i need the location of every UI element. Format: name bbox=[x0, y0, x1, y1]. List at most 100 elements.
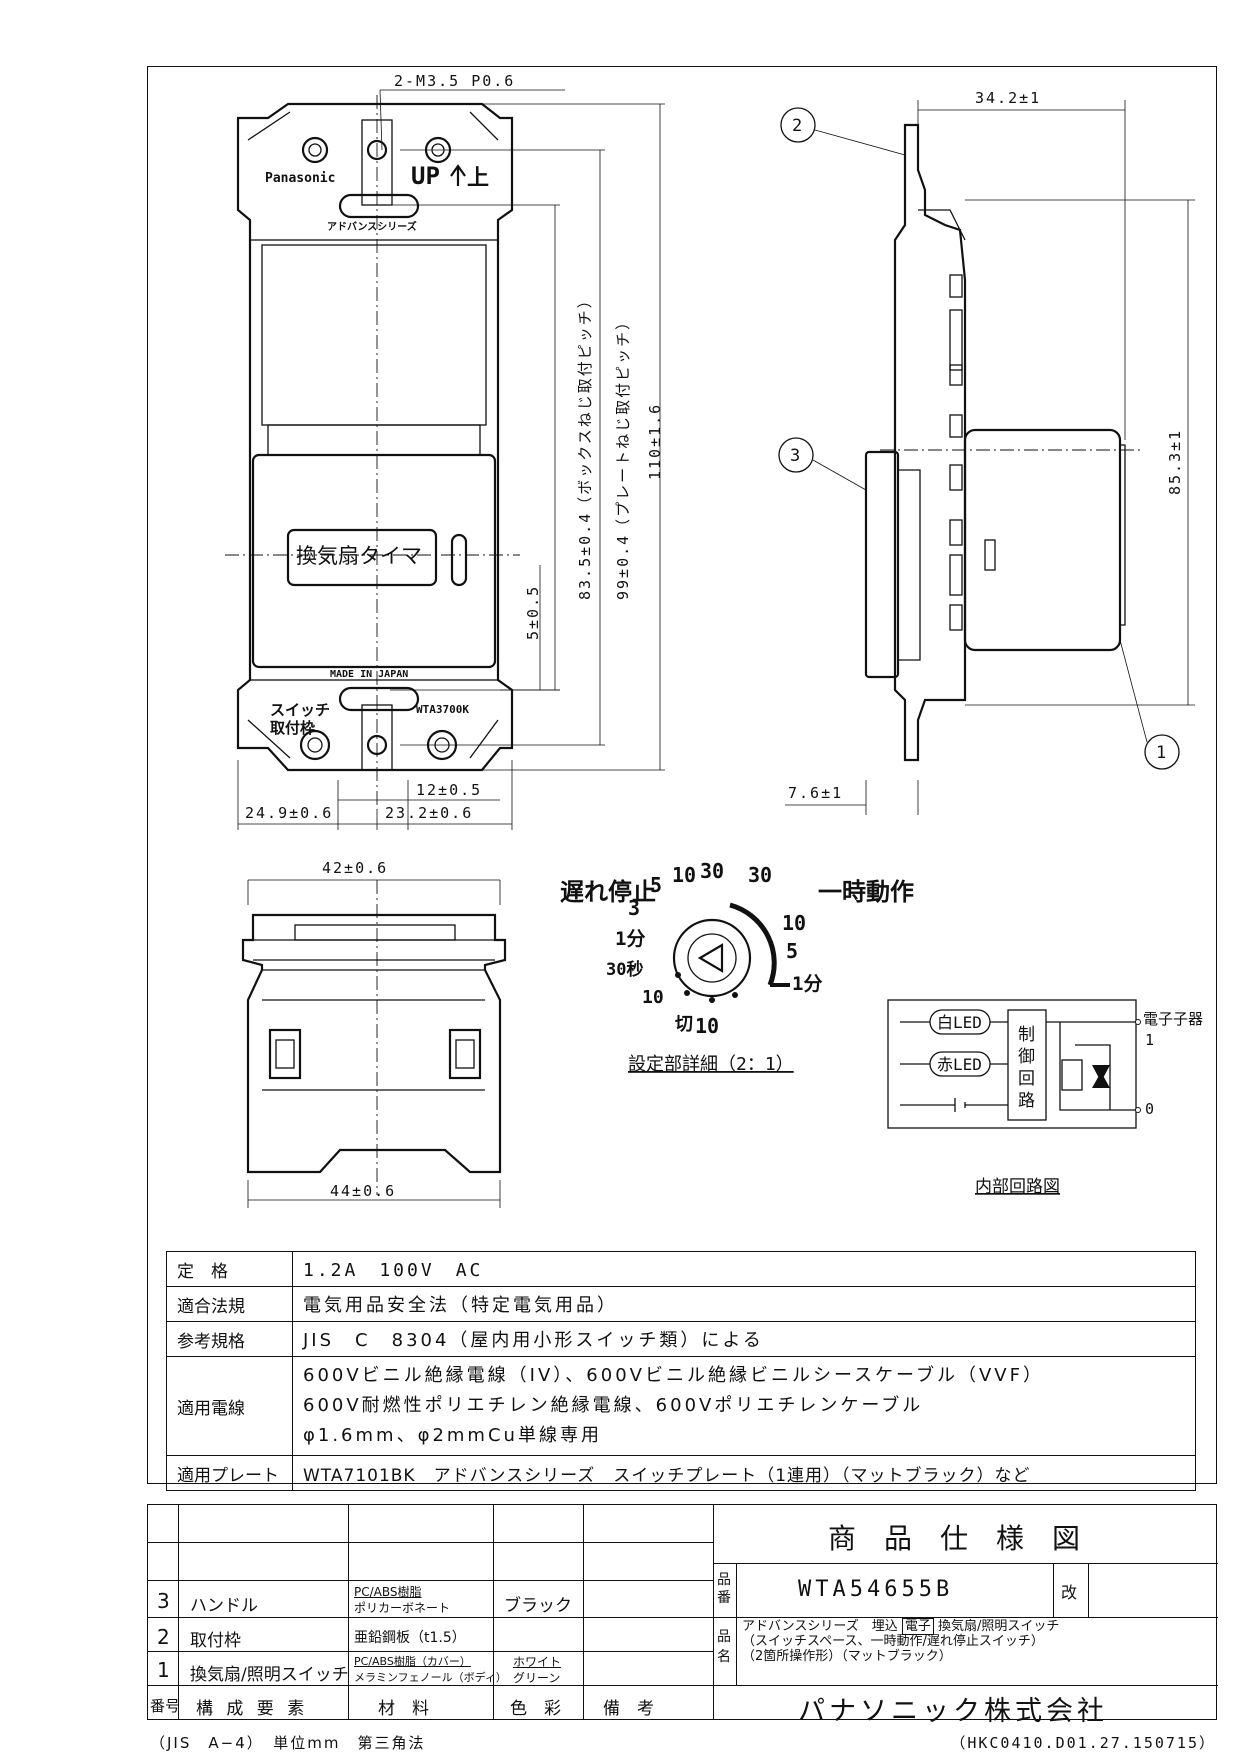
balloon-1: 1 bbox=[1156, 743, 1166, 763]
name-line3: （2箇所操作形）（マットブラック） bbox=[742, 1649, 952, 1664]
circuit-ctl-1: 制 bbox=[1018, 1025, 1035, 1045]
dial-r-5: 5 bbox=[786, 939, 798, 963]
dial-l-30: 30 bbox=[700, 859, 724, 883]
part-mat-3a: PC/ABS樹脂 bbox=[354, 1585, 422, 1599]
dial-delay-label: 遅れ停止 bbox=[560, 878, 656, 906]
dial-l-3: 3 bbox=[628, 896, 640, 920]
part-mat-1a: PC/ABS樹脂（カバー） bbox=[354, 1655, 471, 1668]
part-no-1: 1 bbox=[157, 1658, 170, 1682]
spec-key: 定 格 bbox=[166, 1251, 293, 1287]
dim-23-2: 23.2±0.6 bbox=[385, 804, 473, 822]
dial-caption: 設定部詳細（2：1） bbox=[628, 1054, 794, 1075]
spec-row: 適合法規 電気用品安全法（特定電気用品） bbox=[166, 1286, 1196, 1322]
name-line1-box: 電子 bbox=[901, 1618, 934, 1635]
part-number: WTA54655B bbox=[798, 1577, 954, 1602]
part-mat-2: 亜鉛鋼板（t1.5） bbox=[354, 1630, 466, 1646]
spec-value: JIS C 8304（屋内用小形スイッチ類）による bbox=[292, 1321, 1196, 1357]
part-color-1b: グリーン bbox=[513, 1671, 561, 1685]
brand-mark: Panasonic bbox=[265, 171, 335, 186]
hin-mei-label: 品名 bbox=[717, 1629, 731, 1665]
dim-screw: 2-M3.5 P0.6 bbox=[394, 72, 515, 90]
bottom-view: 42±0.6 44±0.6 bbox=[241, 859, 507, 1208]
title-block: 3 ハンドル PC/ABS樹脂 ポリカーボネート ブラック 2 取付枠 亜鉛鋼板… bbox=[147, 1504, 1218, 1727]
spec-value: 1.2A 100V AC bbox=[292, 1251, 1196, 1287]
footer-right: （HKC0410.D01.27.150715） bbox=[950, 1734, 1216, 1752]
wire-line-3: φ1.6mm、φ2mmCu単線専用 bbox=[303, 1425, 602, 1446]
spec-key: 参考規格 bbox=[166, 1321, 293, 1357]
dim-5: 5±0.5 bbox=[524, 585, 542, 640]
dim-body-h: 85.3±1 bbox=[1166, 429, 1184, 495]
part-name-1: 換気扇/照明スイッチ bbox=[190, 1665, 349, 1685]
model-mark: WTA3700K bbox=[416, 703, 469, 716]
circuit-terminal-0: 0 bbox=[1145, 1100, 1154, 1118]
part-mat-1b: メラミンフェノール（ボディ） bbox=[354, 1671, 507, 1684]
circuit-white-led: 白LED bbox=[937, 1013, 982, 1032]
series-mark: アドバンスシリーズ bbox=[327, 220, 417, 233]
spec-key: 適合法規 bbox=[166, 1286, 293, 1322]
wire-line-1: 600Vビニル絶縁電線（IV）、600Vビニル絶縁ビニルシースケーブル（VVF） bbox=[303, 1365, 1044, 1386]
part-no-2: 2 bbox=[157, 1625, 170, 1649]
part-color-3: ブラック bbox=[504, 1596, 572, 1616]
dim-total-h: 110±1.6 bbox=[646, 403, 664, 480]
made-in-mark: MADE IN JAPAN bbox=[330, 669, 408, 680]
dim-7-6: 7.6±1 bbox=[788, 784, 843, 802]
wire-line-2: 600V耐燃性ポリエチレン絶縁電線、600Vポリエチレンケーブル bbox=[303, 1395, 924, 1416]
circuit-terminal-label: 電子子器 bbox=[1143, 1010, 1203, 1028]
name-line1-a: アドバンスシリーズ 埋込 bbox=[742, 1619, 898, 1634]
balloon-3: 3 bbox=[790, 446, 800, 466]
dial-detail: 遅れ停止 一時動作 10 30 5 3 1分 30秒 10 30 10 5 1分… bbox=[560, 859, 914, 1075]
dim-44: 44±0.6 bbox=[330, 1182, 396, 1200]
circuit-diagram: 白LED 赤LED 制 御 回 路 電子子器 1 0 内部回路図 bbox=[887, 999, 1203, 1197]
dial-l-5: 5 bbox=[650, 873, 662, 897]
company-name: パナソニック株式会社 bbox=[798, 1696, 1108, 1727]
dial-temp-label: 一時動作 bbox=[818, 878, 914, 906]
spec-row: 適用電線 600Vビニル絶縁電線（IV）、600Vビニル絶縁ビニルシースケーブル… bbox=[166, 1356, 1196, 1456]
dim-plate-pitch: 99±0.4（プレートねじ取付ピッチ） bbox=[614, 313, 632, 600]
kai-label: 改 bbox=[1061, 1583, 1078, 1602]
hdr-color: 色 彩 bbox=[510, 1699, 561, 1719]
part-no-3: 3 bbox=[157, 1589, 170, 1613]
spec-row: 定 格 1.2A 100V AC bbox=[166, 1251, 1196, 1287]
up-mark: UP bbox=[411, 162, 440, 190]
dial-off: 切 bbox=[675, 1014, 693, 1035]
circuit-ctl-2: 御 bbox=[1018, 1047, 1035, 1067]
dial-l-30s: 30秒 bbox=[606, 959, 643, 980]
spec-table: 定 格 1.2A 100V AC 適合法規 電気用品安全法（特定電気用品） 参考… bbox=[166, 1251, 1196, 1491]
footer-left: （JIS A−4） 単位mm 第三角法 bbox=[150, 1734, 426, 1752]
spec-value: 電気用品安全法（特定電気用品） bbox=[292, 1286, 1196, 1322]
dial-off-num: 10 bbox=[695, 1014, 719, 1038]
spec-row: 適用プレート WTA7101BK アドバンスシリーズ スイッチプレート（1連用）… bbox=[166, 1455, 1196, 1491]
frame-label-2: 取付枠 bbox=[270, 719, 315, 737]
spec-row: 参考規格 JIS C 8304（屋内用小形スイッチ類）による bbox=[166, 1321, 1196, 1357]
frame-label-1: スイッチ bbox=[270, 701, 330, 719]
side-view: 34.2±1 85.3±1 7.6±1 2 3 1 bbox=[778, 89, 1195, 815]
part-name-2: 取付枠 bbox=[190, 1631, 241, 1651]
dim-42: 42±0.6 bbox=[322, 859, 388, 877]
circuit-caption: 内部回路図 bbox=[975, 1177, 1060, 1197]
part-name-3: ハンドル bbox=[190, 1596, 258, 1616]
dial-l-1m: 1分 bbox=[615, 928, 645, 950]
spec-key: 適用電線 bbox=[166, 1356, 293, 1456]
part-color-1a: ホワイト bbox=[513, 1655, 562, 1669]
dim-24-9: 24.9±0.6 bbox=[245, 804, 333, 822]
name-line1-b: 換気扇/照明スイッチ bbox=[938, 1619, 1060, 1634]
hdr-no: 番号 bbox=[150, 1697, 181, 1715]
hin-ban-label: 品番 bbox=[717, 1572, 731, 1606]
dim-depth: 34.2±1 bbox=[975, 89, 1041, 107]
dial-r-10: 10 bbox=[782, 911, 806, 935]
circuit-ctl-3: 回 bbox=[1018, 1069, 1035, 1089]
spec-key: 適用プレート bbox=[166, 1455, 293, 1491]
dial-l-10: 10 bbox=[672, 863, 696, 887]
spec-value: 600Vビニル絶縁電線（IV）、600Vビニル絶縁ビニルシースケーブル（VVF）… bbox=[292, 1356, 1196, 1456]
hdr-material: 材 料 bbox=[378, 1699, 429, 1719]
circuit-terminal-1: 1 bbox=[1145, 1031, 1154, 1049]
hdr-element: 構 成 要 素 bbox=[196, 1699, 309, 1719]
front-view: Panasonic UP 上 アドバンスシリーズ 換気扇タイマ MADE IN … bbox=[225, 72, 665, 830]
product-name: アドバンスシリーズ 埋込 電子 換気扇/照明スイッチ （スイッチスペース、一時動… bbox=[742, 1618, 1060, 1664]
dim-12: 12±0.5 bbox=[416, 781, 482, 799]
dim-box-pitch: 83.5±0.4（ボックスねじ取付ピッチ） bbox=[576, 291, 594, 600]
up-kanji-mark: 上 bbox=[467, 166, 489, 191]
doc-title: 商 品 仕 様 図 bbox=[828, 1522, 1081, 1555]
spec-value: WTA7101BK アドバンスシリーズ スイッチプレート（1連用）（マットブラッ… bbox=[292, 1455, 1196, 1491]
